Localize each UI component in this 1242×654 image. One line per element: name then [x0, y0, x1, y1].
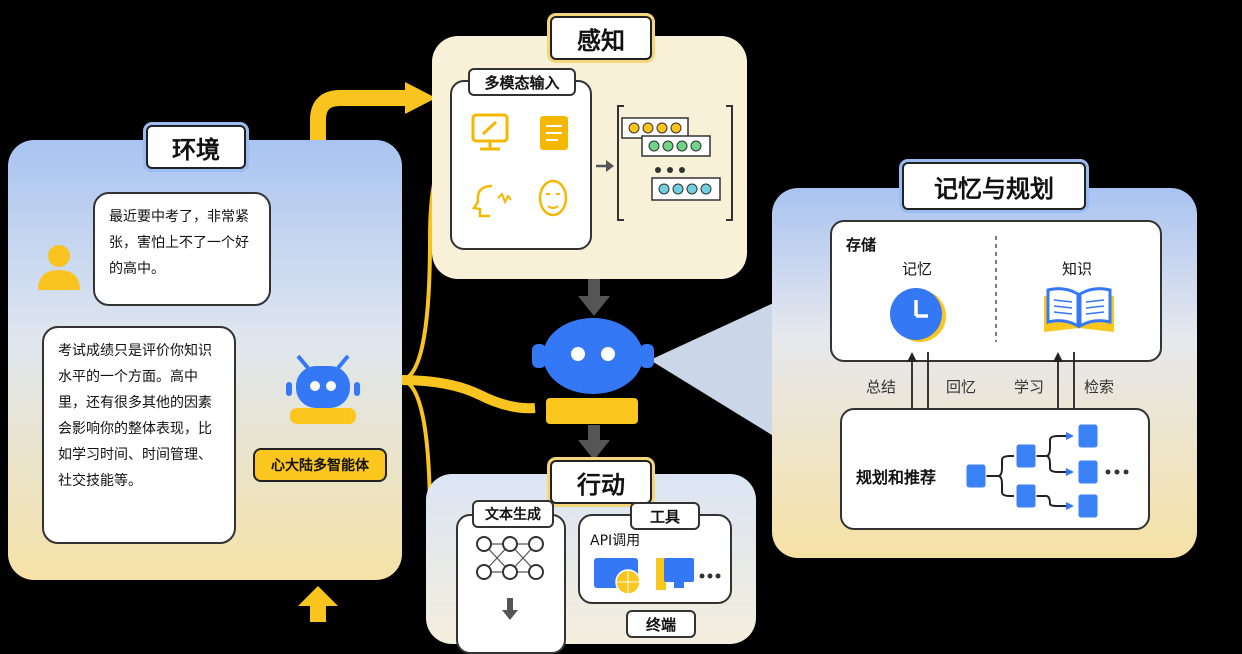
monitor-edit-icon [471, 113, 509, 151]
recall-label: 回忆 [946, 378, 977, 396]
connectors [298, 82, 780, 622]
central-robot-icon [532, 318, 654, 424]
user-avatar-icon [38, 245, 80, 290]
planning-tree-icon [965, 423, 1129, 519]
api-call-label: API调用 [590, 533, 641, 549]
memory-label: 记忆 [902, 260, 933, 278]
beam-to-memory [650, 300, 780, 440]
summarize-label: 总结 [866, 378, 897, 396]
multimodal-input-label: 多模态输入 [468, 68, 576, 96]
encoding-tokens [596, 105, 733, 221]
perception-title: 感知 [550, 16, 652, 60]
knowledge-label: 知识 [1062, 260, 1093, 278]
action-title: 行动 [550, 460, 652, 504]
env-to-perception-arrow [310, 90, 405, 165]
neural-network-icon [476, 536, 544, 620]
api-tools-icon [594, 558, 721, 595]
divider [995, 236, 997, 342]
book-icon [1044, 287, 1114, 332]
learn-label: 学习 [1014, 378, 1045, 396]
agent-name-badge: 心大陆多智能体 [253, 448, 387, 482]
voice-speaker-icon [471, 184, 512, 218]
face-icon [538, 179, 568, 217]
agent-reply-bubble: 考试成绩只是评价你知识水平的一个方面。高中里，还有很多其他的因素会影响你的整体表… [42, 326, 236, 544]
planning-label: 规划和推荐 [856, 468, 937, 487]
text-generation-label: 文本生成 [472, 500, 554, 528]
clock-icon [890, 288, 946, 342]
agent-robot-icon [286, 354, 360, 424]
storage-label: 存储 [846, 236, 877, 254]
retrieve-label: 检索 [1084, 378, 1115, 396]
terminal-label: 终端 [626, 610, 696, 638]
tools-label: 工具 [630, 502, 700, 530]
memory-planning-title: 记忆与规划 [902, 162, 1086, 210]
document-icon [540, 116, 568, 150]
user-message-bubble: 最近要中考了，非常紧张，害怕上不了一个好的高中。 [93, 192, 271, 306]
environment-title: 环境 [146, 125, 246, 169]
multimodal-input-box [450, 80, 592, 250]
